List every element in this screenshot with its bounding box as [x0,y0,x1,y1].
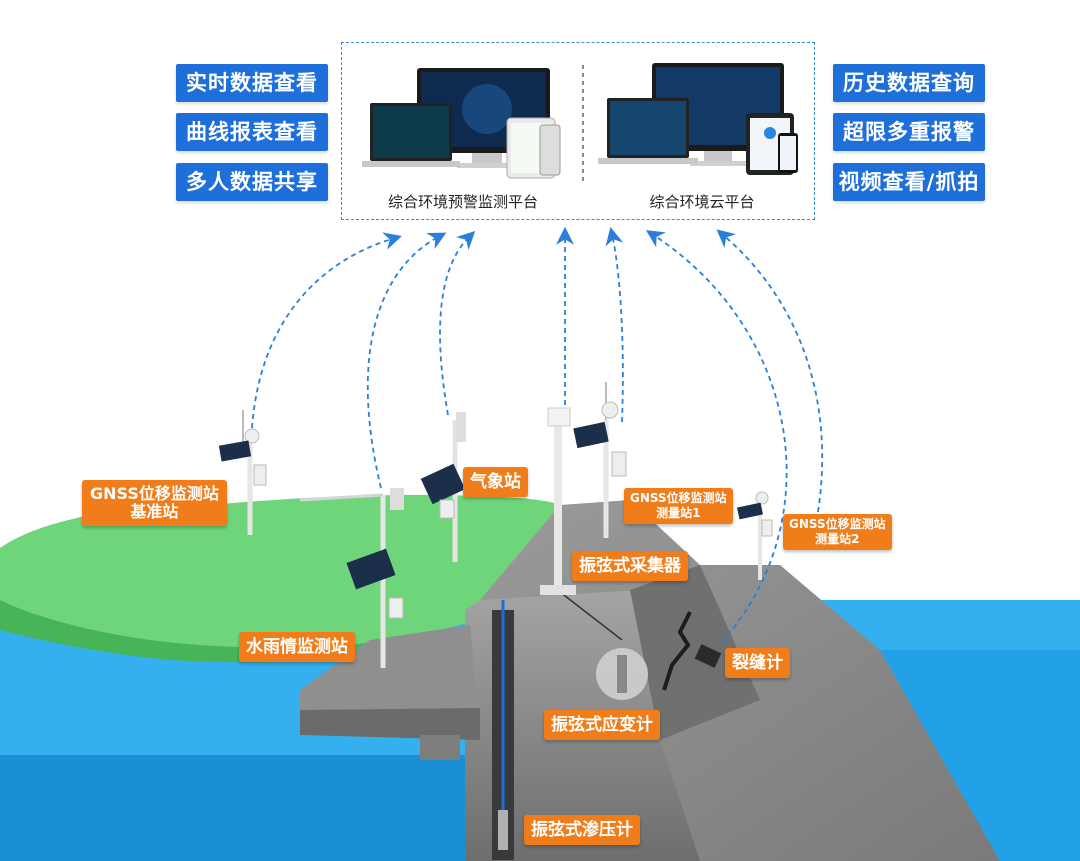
piezometer-sensor [498,810,508,850]
tag-water-rain: 水雨情监测站 [239,632,355,662]
gnss-base-receiver [244,428,260,444]
collector-base [540,585,576,595]
rain-arm [299,493,384,502]
collector-head [547,407,571,427]
tag-gnss2-line2: 测量站2 [815,532,860,546]
platform-pillar [420,735,460,760]
link-arrow-crack [645,230,788,643]
feature-realtime-data[interactable]: 实时数据查看 [176,64,328,102]
tag-gnss-base: GNSS位移监测站 基准站 [82,480,227,526]
link-arrow-water-rain [366,232,447,489]
tag-gnss1-line2: 测量站1 [656,506,701,520]
gnss1-cabinet [611,451,627,477]
link-arrow-gnss-base [251,232,402,429]
gnss2-solar [737,502,763,520]
gnss-base-cabinet [253,464,267,486]
tag-gnss1-line1: GNSS位移监测站 [630,491,727,505]
tag-collector: 振弦式采集器 [572,551,688,581]
weather-cabinet [439,499,455,519]
rain-gauge [390,488,404,510]
weather-sensor-box [456,412,466,442]
rain-solar-panel [346,548,396,590]
tag-gnss-station2: GNSS位移监测站 测量站2 [783,514,892,550]
dam-slope [630,565,760,740]
platform-panel: 综合环境预警监测平台 综合环境云平台 [341,42,815,220]
feature-overlimit-alarm[interactable]: 超限多重报警 [833,113,985,151]
tag-piezometer: 振弦式渗压计 [524,815,640,845]
tag-gnss-station1: GNSS位移监测站 测量站1 [624,488,733,524]
gnss1-receiver [601,401,619,419]
feature-video-capture[interactable]: 视频查看/抓拍 [833,163,985,201]
crack-line [662,611,692,691]
left-platform [300,625,480,735]
platform-devices-illustration [362,63,798,183]
tag-gnss2-line1: GNSS位移监测站 [789,517,886,531]
tag-strain-gauge: 振弦式应变计 [544,710,660,740]
feature-history-query[interactable]: 历史数据查询 [833,64,985,102]
platform-caption-2: 综合环境云平台 [649,193,755,211]
crack-meter-body [694,644,722,668]
grass-island [0,494,587,651]
link-arrow-weather [439,230,476,416]
tag-gnss-base-line1: GNSS位移监测站 [90,484,219,503]
rain-cabinet [388,597,404,619]
weather-solar-panel [420,463,466,505]
link-arrow-gnss2 [716,229,824,513]
platform-caption-1: 综合环境预警监测平台 [387,193,538,211]
feature-curve-report[interactable]: 曲线报表查看 [176,113,328,151]
tag-crack-meter: 裂缝计 [725,648,790,678]
link-arrow-gnss1 [605,226,624,423]
gnss2-receiver [755,491,769,505]
gnss-base-solar [218,440,252,462]
strain-cable [559,591,623,641]
tag-weather: 气象站 [463,467,528,497]
left-platform-front [300,708,480,740]
strain-gauge-body [617,655,627,693]
gnss1-solar [573,421,609,449]
gnss2-cabinet [761,519,773,537]
feature-multi-user-share[interactable]: 多人数据共享 [176,163,328,201]
tag-gnss-base-line2: 基准站 [130,502,179,521]
